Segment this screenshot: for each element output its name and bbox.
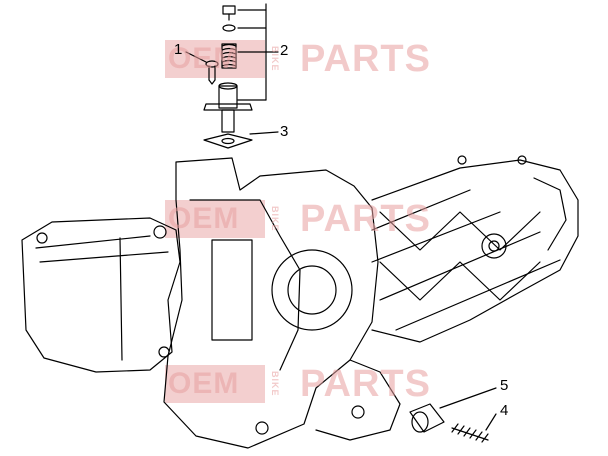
watermark-text: PARTS [300, 38, 431, 80]
watermark-text: PARTS [300, 198, 431, 240]
callout-1: 1 [174, 41, 183, 58]
watermark-text: OEM [168, 202, 240, 235]
watermark-text-small: BIKE [270, 46, 280, 72]
bushing-part [409, 387, 497, 433]
tensioner-assembly [185, 3, 279, 149]
watermark-graphic [165, 40, 265, 403]
watermark-text-small: BIKE [270, 371, 280, 397]
watermark-text: OEM [168, 42, 240, 75]
watermark-text: PARTS [300, 363, 431, 405]
watermark-text: OEM [168, 367, 240, 400]
callout-5: 5 [500, 377, 509, 394]
crankcase-body [21, 155, 579, 449]
callout-2: 2 [280, 42, 289, 59]
spring-part [451, 413, 497, 443]
callout-3: 3 [280, 123, 289, 140]
watermark-text-small: BIKE [270, 206, 280, 232]
callout-4: 4 [500, 402, 509, 419]
